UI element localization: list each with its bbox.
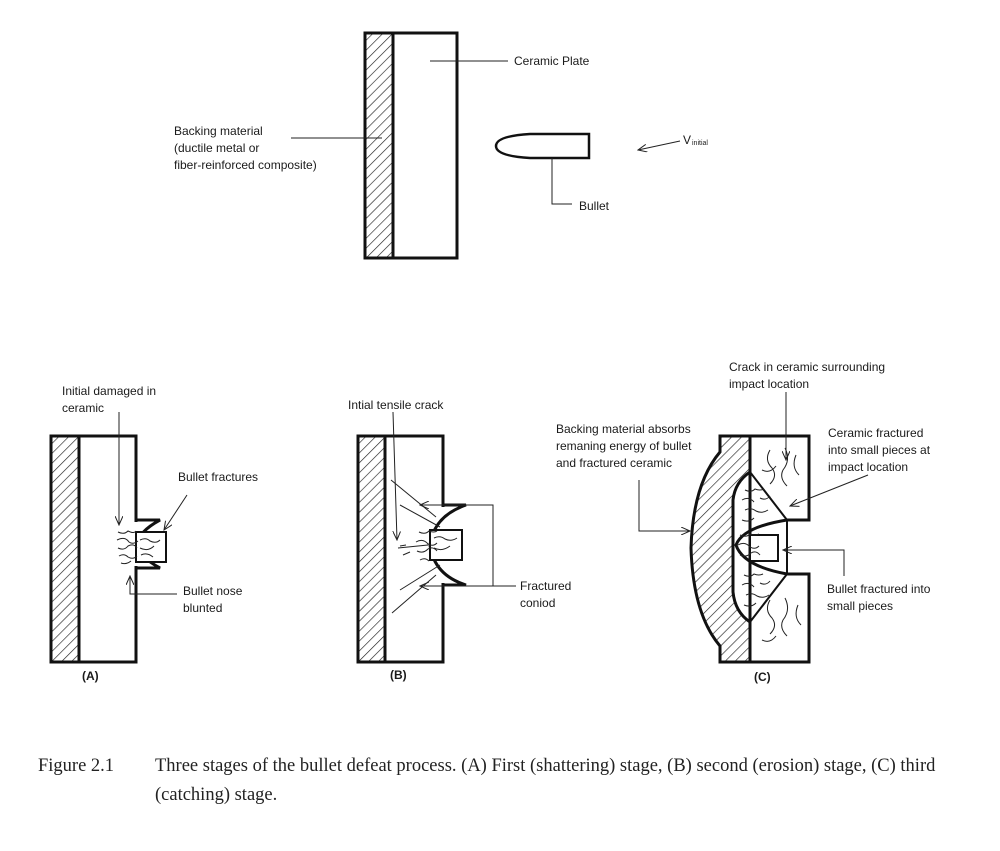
label-initial-damaged: Initial damaged in: [62, 384, 156, 398]
label-backing-material-2: (ductile metal or: [174, 141, 259, 155]
panel-a: Initial damaged in ceramic Bullet fractu…: [49, 384, 258, 683]
panel-c-backing-deformed: [689, 434, 752, 664]
label-bullet: Bullet: [579, 199, 610, 213]
label-crack-surrounding-2: impact location: [729, 377, 809, 391]
label-ceramic-fractured: Ceramic fractured: [828, 426, 923, 440]
label-initial-damaged-2: ceramic: [62, 401, 104, 415]
panel-b-backing: [356, 434, 387, 664]
label-bullet-small-pieces-2: small pieces: [827, 599, 893, 613]
panel-c-cone-fragments: [741, 488, 771, 607]
panel-a-backing: [49, 434, 81, 664]
label-bullet-small-pieces: Bullet fractured into: [827, 582, 931, 596]
label-backing-material-3: fiber-reinforced composite): [174, 158, 317, 172]
panel-a-damage-zone: [116, 530, 161, 565]
label-crack-surrounding: Crack in ceramic surrounding: [729, 360, 885, 374]
figure-caption-text: Three stages of the bullet defeat proces…: [155, 756, 936, 805]
panel-b-cone-cracks: [390, 479, 441, 614]
top-armor-diagram: Ceramic Plate Backing material (ductile …: [174, 31, 708, 260]
panel-a-bullet: [135, 531, 167, 563]
label-backing-absorbs: Backing material absorbs: [556, 422, 691, 436]
top-backing-layer: [363, 31, 395, 260]
label-backing-absorbs-3: and fractured ceramic: [556, 456, 672, 470]
label-ceramic-plate: Ceramic Plate: [514, 54, 590, 68]
label-bullet-nose: Bullet nose: [183, 584, 243, 598]
figure-number: Figure 2.1: [38, 756, 115, 776]
label-tensile-crack: Intial tensile crack: [348, 398, 444, 412]
top-ceramic-plate: [391, 31, 459, 260]
panel-c-bullet-fragments: [737, 533, 761, 557]
label-ceramic-fractured-3: impact location: [828, 460, 908, 474]
label-backing-material: Backing material: [174, 124, 263, 138]
label-velocity: V: [683, 133, 691, 147]
panel-c: Crack in ceramic surrounding impact loca…: [556, 360, 931, 684]
panel-a-label: (A): [82, 669, 99, 683]
label-fractured-coniod-2: coniod: [520, 596, 555, 610]
velocity-arrow: [638, 140, 681, 150]
panel-b-label: (B): [390, 668, 407, 682]
label-bullet-nose-2: blunted: [183, 601, 222, 615]
label-backing-absorbs-2: remaning energy of bullet: [556, 439, 692, 453]
panel-c-label: (C): [754, 670, 771, 684]
panel-b: Intial tensile crack Fractured coniod (B…: [348, 398, 571, 682]
label-bullet-fractures: Bullet fractures: [178, 470, 258, 484]
label-ceramic-fractured-2: into small pieces at: [828, 443, 931, 457]
bullet-shape: [494, 132, 591, 160]
panel-b-damage-zone: [415, 530, 458, 562]
label-velocity-sub: initial: [692, 140, 708, 147]
label-fractured-coniod: Fractured: [520, 579, 571, 593]
